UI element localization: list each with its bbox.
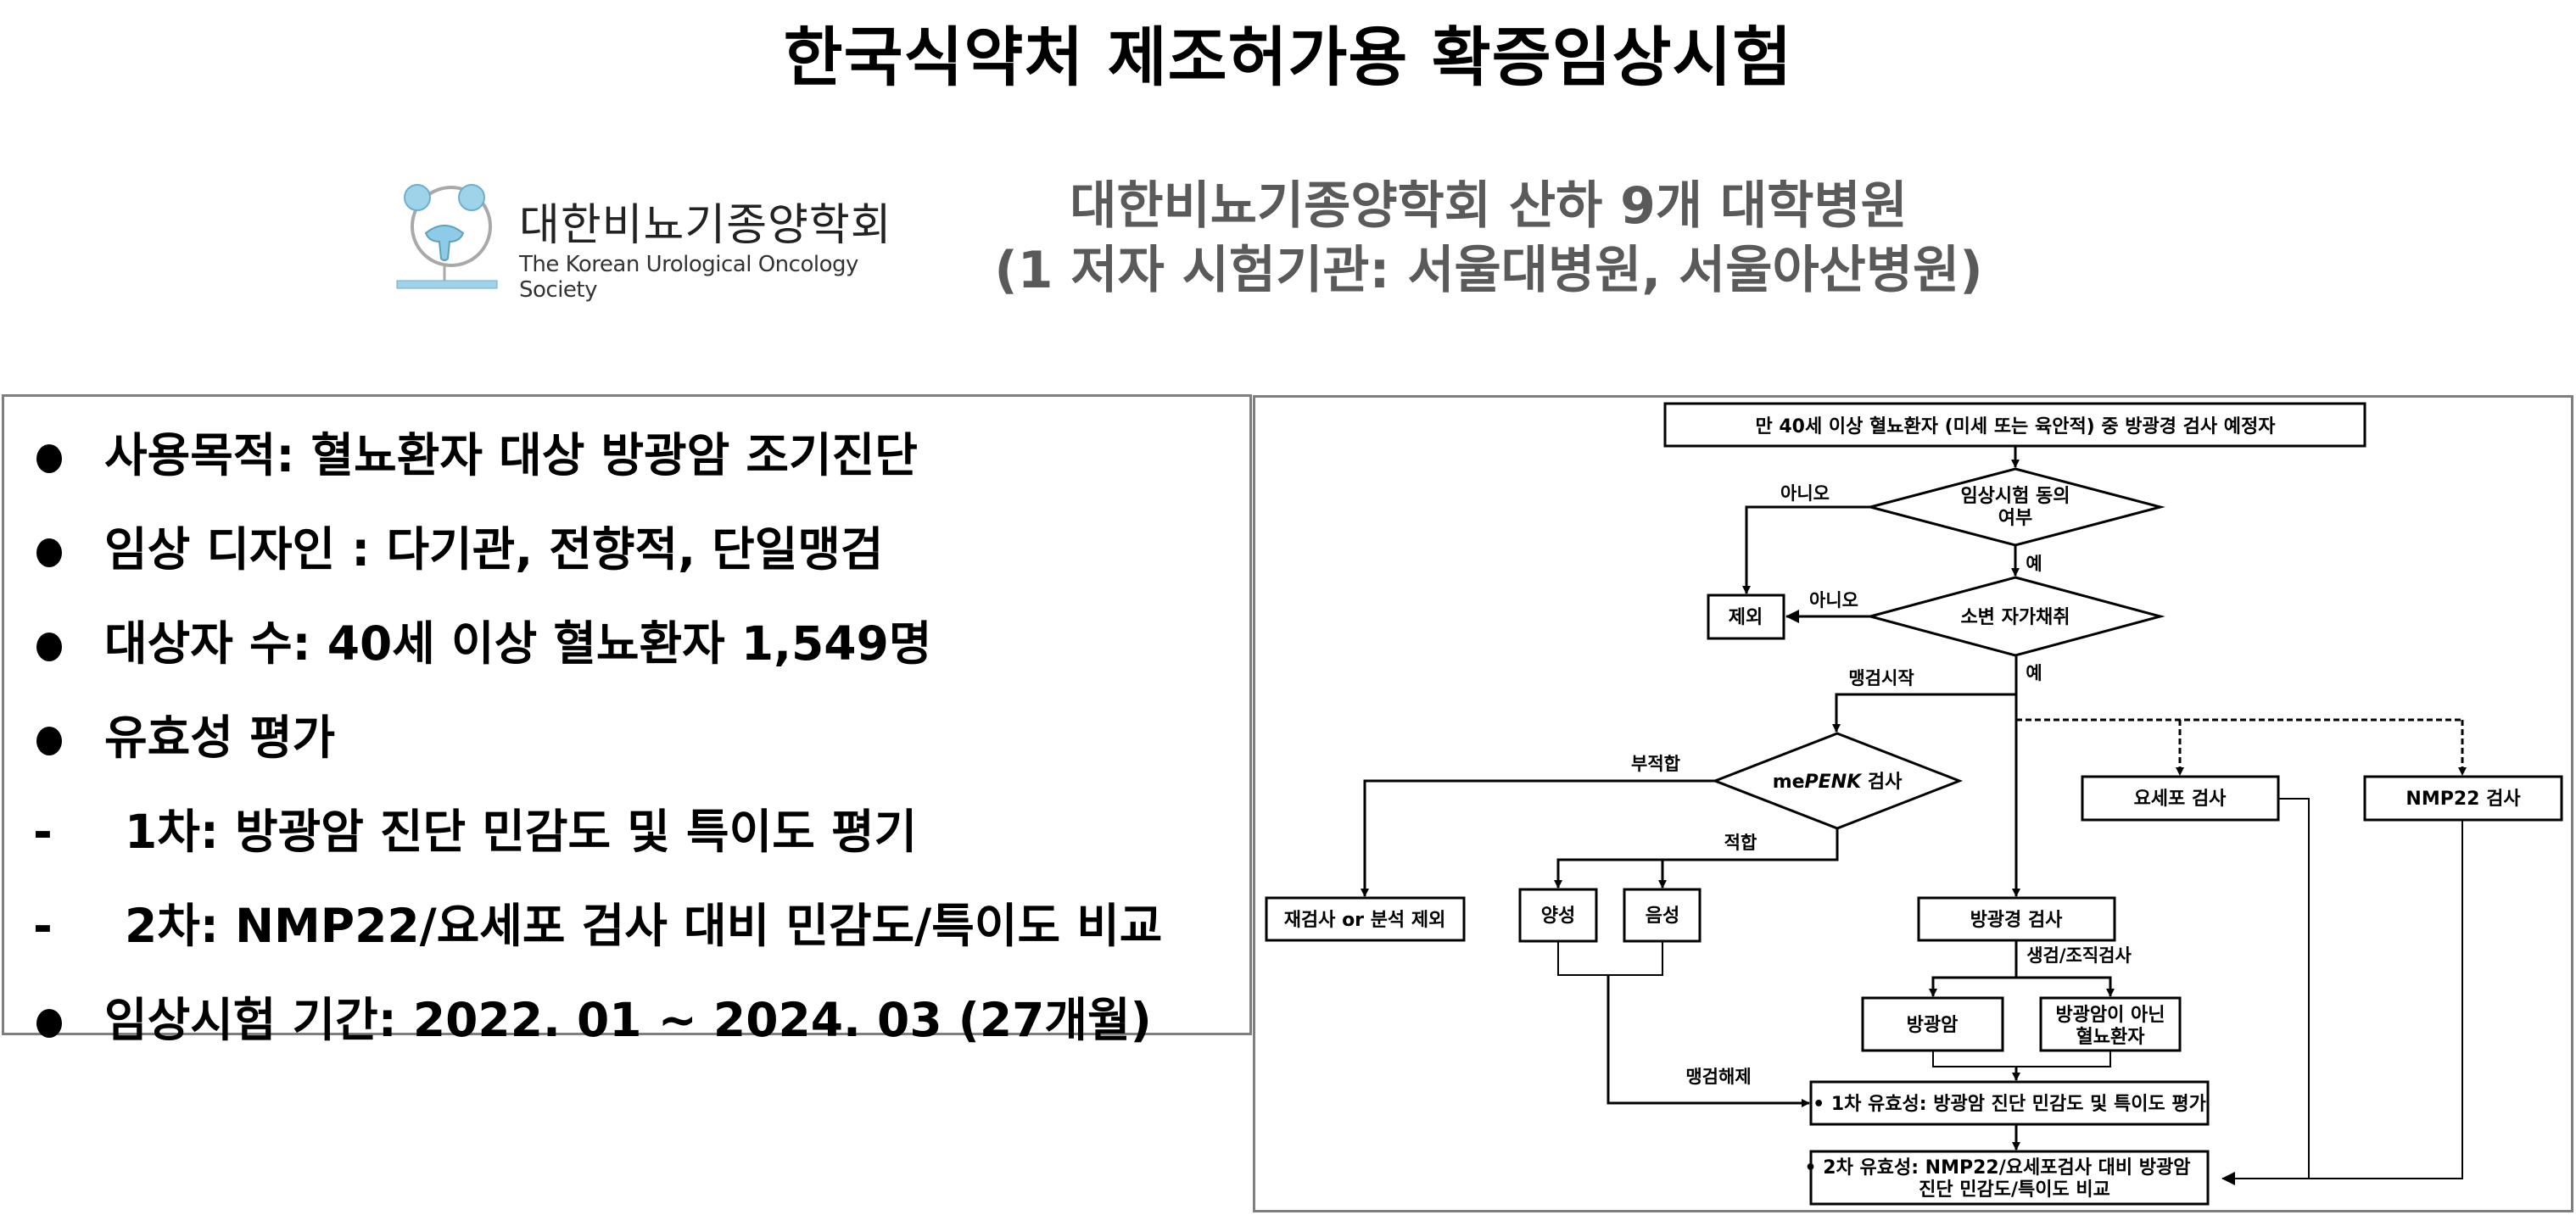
edge-label-unblind: 맹검해제: [1685, 1067, 1751, 1087]
cytology-text: 요세포 검사: [2134, 789, 2227, 810]
edge-label-biopsy: 생검/조직검사: [2026, 945, 2132, 966]
edge-blind-start: [1832, 693, 2016, 733]
summary-item-text: 사용목적: 혈뇨환자 대상 방광암 조기진단: [104, 428, 918, 482]
consent-text-2: 여부: [1998, 508, 2032, 529]
bladder-cancer-text: 방광암: [1907, 1015, 1959, 1036]
bullet-icon: [36, 538, 62, 567]
summary-panel: 사용목적: 혈뇨환자 대상 방광암 조기진단 임상 디자인 : 다기관, 전향적…: [2, 394, 1252, 1047]
negative-box: [1623, 888, 1702, 943]
consent-diamond: [1865, 467, 2165, 547]
edge-consent-no: [1742, 505, 1870, 594]
edge-to-secondary: [2221, 820, 2463, 1185]
edge-suitable-positive: [1554, 828, 1839, 889]
nmp22-text: NMP22 검사: [2406, 789, 2521, 810]
secondary-endpoint-text-2: 진단 민감도/특이도 비교: [1919, 1179, 2110, 1201]
edge-label-yes-1: 예: [2026, 554, 2042, 574]
cystoscopy-text: 방광경 검사: [1970, 910, 2064, 931]
society-logo: 대한비뇨기종양학회 The Korean Urological Oncology…: [392, 174, 918, 303]
summary-item: 임상시험 기간: 2022. 01 ~ 2024. 03 (27개월): [28, 990, 1152, 1050]
edge-result-merge: [1557, 941, 1663, 976]
subtitle-line-1: 대한비뇨기종양학회 산하 9개 대학병원: [1070, 176, 1908, 236]
exclude-text: 제외: [1729, 607, 1763, 628]
edge-diagnosis-merge: [1932, 1051, 2111, 1067]
retest-text: 재검사 or 분석 제외: [1284, 910, 1446, 931]
summary-item-text: 2차: NMP22/요세포 검사 대비 민감도/특이도 비교: [125, 899, 1163, 953]
edge-label-yes-2: 예: [2026, 663, 2042, 683]
mepenk-suffix: 검사: [1861, 772, 1903, 793]
retest-box: [1265, 896, 1466, 942]
summary-item-text: 대상자 수: 40세 이상 혈뇨환자 1,549명: [104, 616, 932, 671]
edge-label-no-1: 아니오: [1780, 483, 1830, 504]
summary-item: 유효성 평가: [28, 708, 335, 767]
non-cancer-text-2: 혈뇨환자: [2076, 1027, 2146, 1048]
edge-label-unsuitable: 부적합: [1631, 754, 1680, 774]
start-box-text: 만 40세 이상 혈뇨환자 (미세 또는 육안적) 중 방광경 검사 예정자: [1755, 416, 2276, 438]
start-box: [1663, 402, 2366, 448]
self-collect-text: 소변 자가채취: [1960, 607, 2070, 628]
flowchart-panel: [1253, 395, 2573, 1212]
edge-unblind: [1607, 975, 1810, 1107]
exclude-box: [1707, 594, 1785, 640]
secondary-endpoint-text-1: • 2차 유효성: NMP22/요세포검사 대비 방광암: [1805, 1157, 2191, 1179]
society-logo-icon: [396, 184, 498, 289]
bullet-icon: [36, 443, 62, 473]
primary-endpoint-text: • 1차 유효성: 방광암 진단 민감도 및 특이도 평가: [1813, 1094, 2206, 1115]
edge-label-suitable: 적합: [1724, 833, 1757, 853]
summary-item-text: 임상 디자인 : 다기관, 전향적, 단일맹검: [104, 522, 884, 577]
bullet-icon: [36, 1008, 62, 1038]
bladder-cancer-box: [1861, 996, 2004, 1052]
edge-label-blind-start: 맹검시작: [1848, 668, 1914, 688]
logo-english-name: The Korean Urological Oncology Society: [519, 252, 858, 303]
summary-item: 대상자 수: 40세 이상 혈뇨환자 1,549명: [28, 614, 931, 673]
edge-unsuitable: [1361, 779, 1715, 897]
mepenk-text: mePENK 검사: [1773, 772, 1903, 793]
non-cancer-text-1: 방광암이 아닌: [2055, 1005, 2165, 1026]
summary-item-text: 1차: 방광암 진단 민감도 및 특이도 평기: [125, 805, 918, 859]
summary-item: 사용목적: 혈뇨환자 대상 방광암 조기진단: [28, 426, 918, 485]
negative-text: 음성: [1646, 906, 1679, 927]
subtitle-line-2: (1 저자 시험기관: 서울대병원, 서울아산병원): [994, 241, 1983, 300]
edge-label-no-2: 아니오: [1809, 590, 1858, 610]
summary-subitem: - 2차: NMP22/요세포 검사 대비 민감도/특이도 비교: [28, 896, 1162, 956]
summary-item-text: 유효성 평가: [104, 711, 336, 765]
nmp22-box: [2363, 775, 2563, 822]
primary-endpoint-box: [1809, 1080, 2210, 1126]
dash-marker: -: [33, 805, 53, 859]
bullet-icon: [36, 632, 62, 661]
summary-item-text: 임상시험 기간: 2022. 01 ~ 2024. 03 (27개월): [104, 993, 1152, 1047]
cystoscopy-box: [1917, 896, 2116, 942]
subtitle: 대한비뇨기종양학회 산하 9개 대학병원 (1 저자 시험기관: 서울대병원, …: [925, 174, 2053, 303]
edge-cytology-down: [2278, 798, 2310, 1179]
mepenk-prefix: me: [1773, 772, 1805, 793]
logo-korean-name: 대한비뇨기종양학회: [519, 200, 892, 251]
page-title: 한국식약처 제조허가용 확증임상시험: [783, 20, 1793, 95]
consent-text-1: 임상시험 동의: [1960, 485, 2070, 507]
secondary-endpoint-box: [1809, 1150, 2210, 1206]
positive-text: 양성: [1541, 906, 1575, 927]
mepenk-gene: PENK: [1805, 772, 1864, 793]
dash-marker: -: [33, 899, 53, 953]
edge-biopsy-split: [1931, 976, 2112, 996]
summary-subitem: - 1차: 방광암 진단 민감도 및 특이도 평기: [28, 802, 917, 861]
summary-item: 임상 디자인 : 다기관, 전향적, 단일맹검: [28, 520, 884, 579]
bullet-icon: [36, 726, 62, 755]
